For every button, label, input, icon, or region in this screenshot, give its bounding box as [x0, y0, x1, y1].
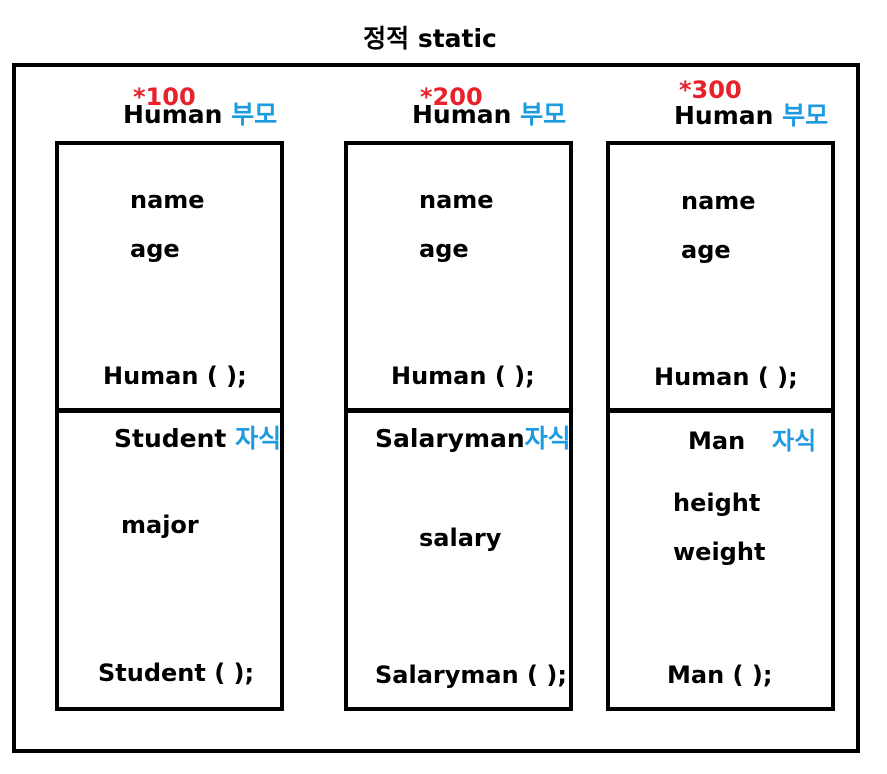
parent-constructor: Human ( );	[654, 363, 798, 391]
field-salary: salary	[419, 524, 502, 552]
field-major: major	[121, 511, 199, 539]
field-name: name	[681, 187, 756, 215]
child-constructor: Student ( );	[98, 659, 255, 687]
parent-class-name: Human	[123, 100, 223, 129]
parent-class-name: Human	[412, 100, 512, 129]
field-weight: weight	[673, 538, 766, 566]
child-class-name: Man	[688, 427, 746, 455]
parent-role-label: 부모	[520, 100, 567, 129]
child-constructor: Man ( );	[667, 661, 773, 689]
address-label: *200	[420, 83, 483, 111]
diagram-title: 정적 static	[363, 24, 497, 53]
static-area-frame	[12, 63, 860, 753]
parent-class-header: Human 부모	[674, 102, 828, 130]
parent-role-label: 부모	[231, 100, 278, 129]
parent-class-header: Human 부모	[412, 101, 566, 129]
child-class-box	[606, 408, 835, 711]
field-name: name	[419, 186, 494, 214]
field-height: height	[673, 489, 761, 517]
child-role-label: 자식	[235, 424, 282, 453]
parent-class-header: Human 부모	[123, 101, 277, 129]
child-role-label: 자식	[524, 424, 571, 453]
field-age: age	[681, 236, 731, 264]
child-class-name: Salaryman	[375, 424, 525, 453]
parent-role-label: 부모	[782, 101, 829, 130]
parent-constructor: Human ( );	[391, 362, 535, 390]
child-constructor: Salaryman ( );	[375, 661, 567, 689]
field-age: age	[130, 235, 180, 263]
child-class-header: Student 자식	[114, 425, 281, 453]
child-class-header: Salaryman자식	[375, 425, 571, 453]
child-class-box	[55, 408, 284, 711]
address-label: *300	[679, 76, 742, 104]
field-name: name	[130, 186, 205, 214]
child-role-label: 자식	[772, 427, 817, 455]
parent-class-name: Human	[674, 101, 774, 130]
field-age: age	[419, 235, 469, 263]
parent-constructor: Human ( );	[103, 362, 247, 390]
address-label: *100	[133, 83, 196, 111]
child-class-box	[344, 408, 573, 711]
child-class-name: Student	[114, 424, 227, 453]
